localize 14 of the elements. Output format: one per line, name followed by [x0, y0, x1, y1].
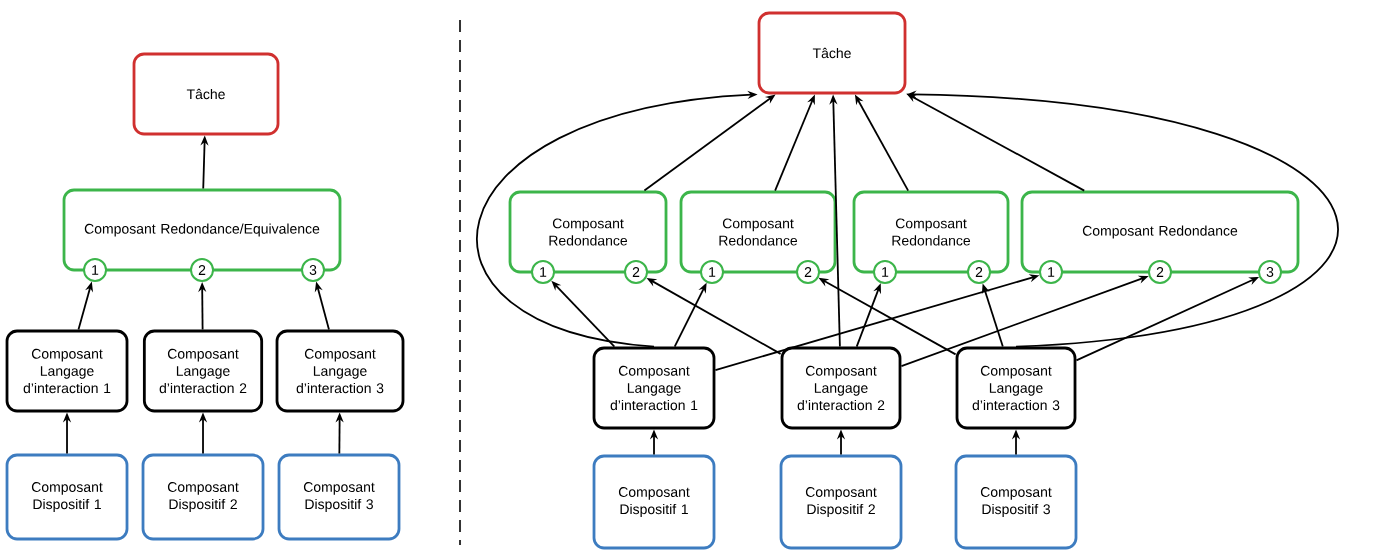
language-box: Composant Langage d’interaction 2 [780, 346, 902, 430]
device-box: Composant Dispositif 3 [954, 454, 1078, 550]
device-box: Composant Dispositif 2 [779, 454, 903, 550]
language-box: Composant Langage d’interaction 1 [592, 346, 716, 430]
device-box: Composant Dispositif 2 [141, 453, 265, 541]
task-box: Tâche [132, 52, 280, 136]
device-box: Composant Dispositif 1 [5, 453, 129, 541]
language-box: Composant Langage d’interaction 1 [5, 329, 129, 413]
task-box: Tâche [757, 11, 907, 95]
device-box: Composant Dispositif 1 [592, 454, 716, 550]
language-box: Composant Langage d’interaction 3 [275, 329, 405, 413]
language-box: Composant Langage d’interaction 2 [142, 329, 264, 413]
device-box: Composant Dispositif 3 [277, 453, 401, 541]
language-box: Composant Langage d’interaction 3 [955, 346, 1077, 430]
